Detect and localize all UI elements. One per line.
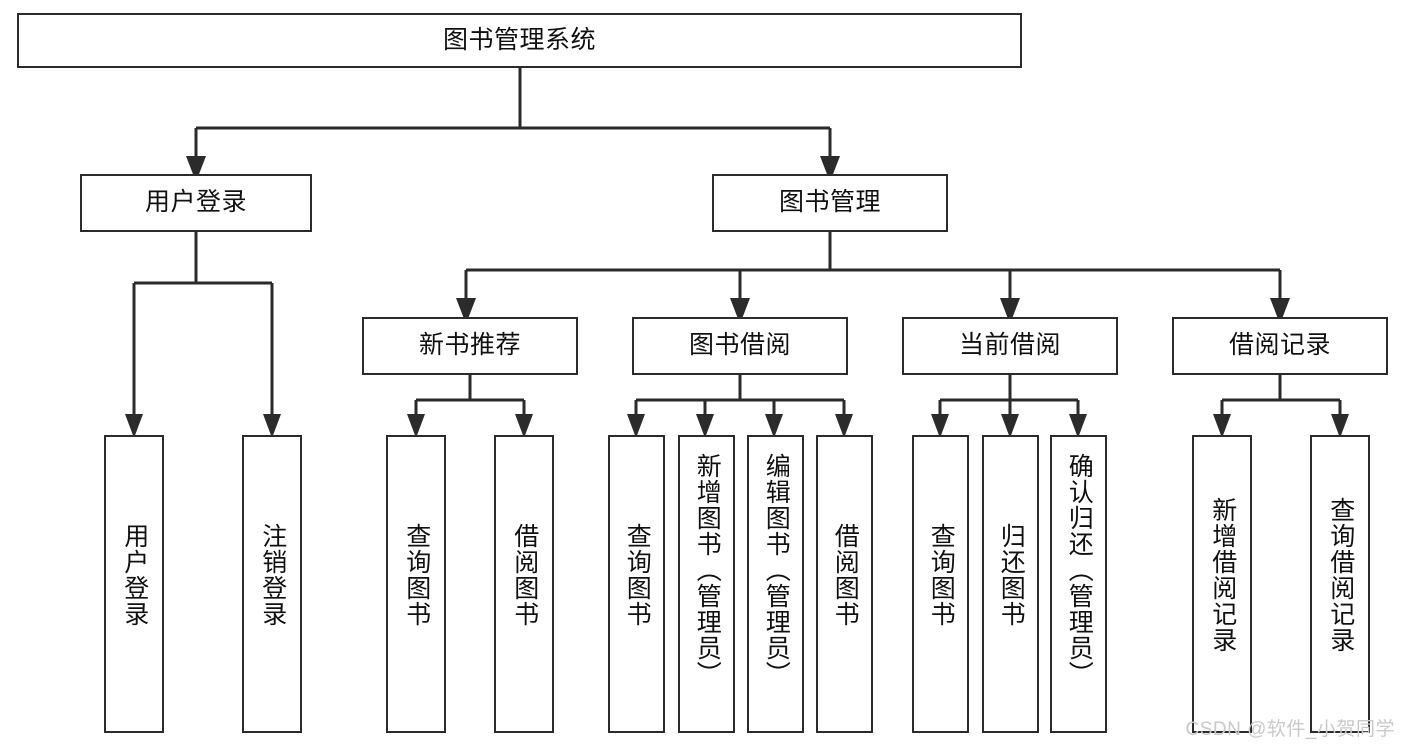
- arrow-cb-leaf3: [1069, 414, 1087, 438]
- node-leaf-query-record-label: 查询借阅记录: [1326, 497, 1355, 653]
- node-leaf-edit-book-label: 编辑图书（管理员）: [762, 453, 791, 687]
- node-borrow-record[interactable]: 借阅记录: [1172, 317, 1388, 375]
- node-root[interactable]: 图书管理系统: [17, 13, 1022, 68]
- node-leaf-add-book[interactable]: 新增图书（管理员）: [678, 435, 735, 733]
- node-leaf-edit-book[interactable]: 编辑图书（管理员）: [747, 435, 804, 733]
- node-leaf-return-book-label: 归还图书: [997, 523, 1026, 627]
- node-leaf-logout-login[interactable]: 注销登录: [242, 435, 302, 733]
- node-leaf-query-book-2[interactable]: 查询图书: [608, 435, 665, 733]
- arrowheads: [125, 156, 1349, 438]
- arrow-leaf-logout: [263, 414, 281, 438]
- node-book-management-label: 图书管理: [778, 188, 881, 217]
- node-leaf-user-login[interactable]: 用户登录: [104, 435, 164, 733]
- csdn-watermark: CSDN @软件_小贺同学: [1185, 719, 1395, 740]
- node-leaf-query-book-1[interactable]: 查询图书: [386, 435, 446, 733]
- arrow-nb-leaf2: [515, 414, 533, 438]
- arrow-current-borrow: [1000, 298, 1020, 324]
- node-current-borrow-label: 当前借阅: [958, 331, 1061, 360]
- arrow-cb-leaf1: [931, 414, 949, 438]
- arrow-br-leaf1: [1213, 414, 1231, 438]
- node-root-label: 图书管理系统: [442, 25, 596, 54]
- node-leaf-borrow-book-1-label: 借阅图书: [510, 523, 539, 627]
- node-leaf-borrow-book-2-label: 借阅图书: [831, 523, 860, 627]
- arrow-leaf-user-login: [125, 414, 143, 438]
- node-new-book-recommend[interactable]: 新书推荐: [362, 317, 578, 375]
- node-leaf-confirm-return-label: 确认归还（管理员）: [1065, 453, 1094, 687]
- arrow-bb-leaf3: [765, 414, 783, 438]
- node-current-borrow[interactable]: 当前借阅: [902, 317, 1118, 375]
- node-leaf-logout-login-label: 注销登录: [258, 523, 287, 627]
- arrow-user-login: [186, 156, 206, 182]
- node-user-login-label: 用户登录: [144, 188, 247, 217]
- node-leaf-query-record[interactable]: 查询借阅记录: [1310, 435, 1370, 733]
- arrow-borrow-record: [1270, 298, 1290, 324]
- arrow-bb-leaf4: [835, 414, 853, 438]
- node-leaf-query-book-2-label: 查询图书: [623, 523, 652, 627]
- node-borrow-record-label: 借阅记录: [1228, 331, 1331, 360]
- arrow-br-leaf2: [1331, 414, 1349, 438]
- node-book-borrow[interactable]: 图书借阅: [632, 317, 848, 375]
- node-leaf-query-book-3[interactable]: 查询图书: [912, 435, 969, 733]
- node-leaf-user-login-label: 用户登录: [120, 523, 149, 627]
- node-leaf-borrow-book-1[interactable]: 借阅图书: [494, 435, 554, 733]
- arrow-bb-leaf2: [696, 414, 714, 438]
- arrow-new-book: [456, 298, 476, 324]
- arrow-book-management: [820, 156, 840, 182]
- node-leaf-confirm-return[interactable]: 确认归还（管理员）: [1050, 435, 1107, 733]
- arrow-cb-leaf2: [1001, 414, 1019, 438]
- arrow-book-borrow: [730, 298, 750, 324]
- node-book-borrow-label: 图书借阅: [688, 331, 791, 360]
- node-leaf-query-book-3-label: 查询图书: [927, 523, 956, 627]
- node-leaf-query-book-1-label: 查询图书: [402, 523, 431, 627]
- arrow-bb-leaf1: [627, 414, 645, 438]
- node-leaf-return-book[interactable]: 归还图书: [982, 435, 1039, 733]
- node-leaf-add-book-label: 新增图书（管理员）: [693, 453, 722, 687]
- node-leaf-add-record-label: 新增借阅记录: [1208, 497, 1237, 653]
- node-leaf-add-record[interactable]: 新增借阅记录: [1192, 435, 1252, 733]
- node-book-management[interactable]: 图书管理: [712, 174, 948, 232]
- node-new-book-recommend-label: 新书推荐: [418, 331, 521, 360]
- node-leaf-borrow-book-2[interactable]: 借阅图书: [816, 435, 873, 733]
- node-user-login[interactable]: 用户登录: [80, 174, 312, 232]
- arrow-nb-leaf1: [407, 414, 425, 438]
